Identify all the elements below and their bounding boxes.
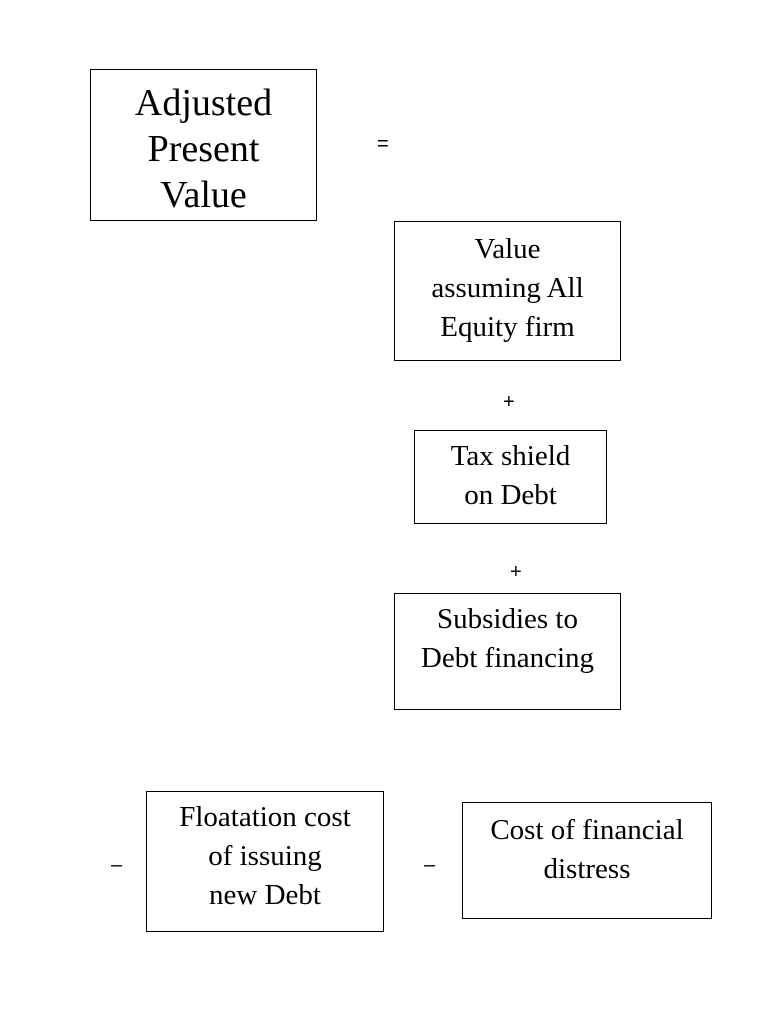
minus-operator-1: – bbox=[111, 854, 123, 876]
plus-operator-1: + bbox=[503, 391, 515, 413]
all-equity-value-box: Value assuming All Equity firm bbox=[394, 221, 621, 361]
tax-shield-label: Tax shield on Debt bbox=[450, 440, 571, 511]
floatation-cost-label: Floatation cost of issuing new Debt bbox=[179, 801, 351, 911]
tax-shield-box: Tax shield on Debt bbox=[414, 430, 607, 524]
floatation-cost-box: Floatation cost of issuing new Debt bbox=[146, 791, 384, 932]
subsidies-label: Subsidies to Debt financing bbox=[420, 603, 595, 674]
plus-operator-2: + bbox=[510, 561, 522, 583]
subsidies-box: Subsidies to Debt financing bbox=[394, 593, 621, 710]
financial-distress-label: Cost of financial distress bbox=[490, 814, 684, 885]
financial-distress-box: Cost of financial distress bbox=[462, 802, 712, 919]
minus-operator-2: – bbox=[424, 854, 436, 876]
equals-operator: = bbox=[377, 133, 389, 155]
all-equity-value-label: Value assuming All Equity firm bbox=[431, 233, 584, 343]
adjusted-present-value-label: Adjusted Present Value bbox=[134, 82, 273, 216]
adjusted-present-value-box: Adjusted Present Value bbox=[90, 69, 317, 221]
